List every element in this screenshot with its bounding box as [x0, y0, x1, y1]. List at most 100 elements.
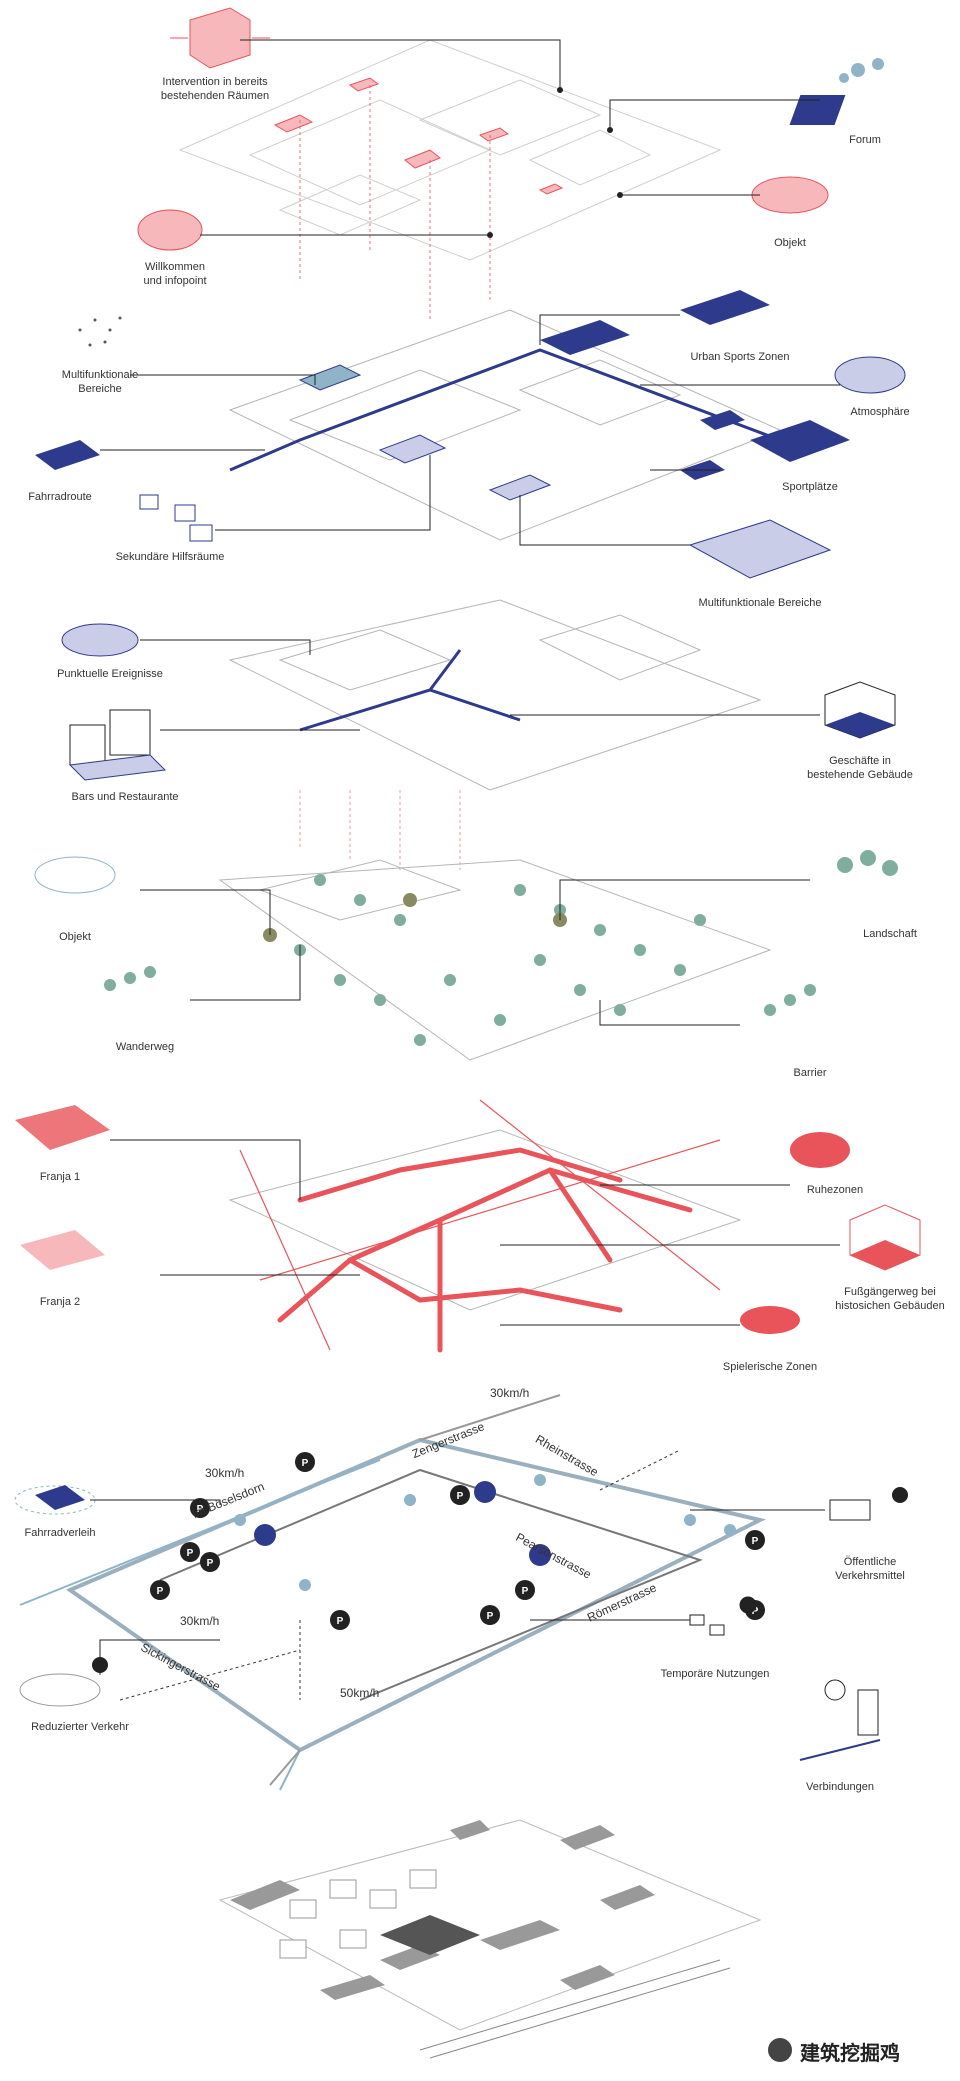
layer-4-leader-lines [140, 879, 810, 1026]
label-wanderweg: Wanderweg [115, 1041, 175, 1053]
dashed-connections [119, 1449, 681, 1701]
blue-road-arrows [19, 1459, 381, 1791]
layer-5-leader-lines [110, 1139, 840, 1326]
label-multifunktionale-left: Multifunktionale Bereiche [61, 369, 139, 395]
label-sekundaere: Sekundäre Hilfsräume [115, 551, 225, 563]
verbindungen-icon [799, 1679, 881, 1761]
traffic-ring-road [65, 1437, 766, 1753]
label-geschaefte: Geschäfte in bestehende Gebäude [807, 755, 913, 781]
parking-p: P [337, 1616, 344, 1627]
willkommen-icon [137, 209, 203, 251]
sekundaere-hilfsraeume-icon [139, 494, 213, 542]
landschaft-icon [837, 850, 898, 876]
fahrradverleih-icon [14, 1485, 96, 1515]
layer-3-base-plan [228, 599, 762, 791]
label-objekt-landscape: Objekt [59, 931, 91, 943]
parking-labels: P P P P P P P P P P P [157, 1458, 759, 1627]
parking-p: P [197, 1504, 204, 1515]
fussgaengerweg-icon [849, 1204, 921, 1271]
olive-trees [263, 893, 567, 942]
parking-markers [150, 1452, 765, 1630]
label-temporaere: Temporäre Nutzungen [660, 1668, 770, 1680]
oeffentliche-icon [829, 1487, 908, 1521]
layer-3-commerce [61, 599, 896, 870]
label-fussgaenger: Fußgängerweg bei histosichen Gebäuden [835, 1286, 945, 1312]
label-urban-sports: Urban Sports Zonen [690, 351, 790, 363]
layer-1-leader-dots [487, 87, 623, 238]
ruhezonen-icon [790, 1132, 850, 1168]
layer-6-leader-lines [90, 1499, 825, 1675]
layer-1-base-plan [178, 39, 722, 261]
label-spielerische: Spielerische Zonen [722, 1361, 818, 1373]
navy-pins [254, 1481, 551, 1566]
layer-4-base-plan [218, 859, 772, 1061]
sportplaetze-icon [750, 420, 850, 462]
spielerische-zonen-icon [740, 1306, 800, 1334]
label-willkommen: Willkommen und infopoint [143, 261, 207, 287]
parking-p: P [752, 1536, 759, 1547]
label-forum: Forum [849, 134, 881, 146]
label-intervention: Intervention in bereits bestehenden Räum… [160, 76, 270, 102]
intervention-icon [170, 7, 270, 69]
label-atmosphaere: Atmosphäre [850, 406, 910, 418]
label-fahrradverleih: Fahrradverleih [24, 1527, 96, 1539]
dark-square [380, 1915, 480, 1955]
layer-5-pedestrian [15, 1099, 921, 1353]
label-ruhezonen: Ruhezonen [806, 1184, 864, 1196]
layer-1-leader-lines [200, 39, 820, 236]
reduzierter-verkehr-icon [19, 1657, 108, 1707]
red-dashed-leaders [299, 85, 491, 320]
inner-road [159, 1468, 703, 1701]
multifunktionale-bereiche-left-icon [78, 316, 122, 347]
tree-canopies [294, 874, 706, 1046]
label-oeffentliche: Öffentliche Verkehrsmittel [835, 1556, 905, 1582]
wechat-logo-icon [768, 2038, 792, 2062]
urban-sports-icon [680, 290, 770, 325]
parking-p: P [752, 1606, 759, 1617]
layer-3-leader-lines [140, 639, 820, 731]
bars-restaurante-icon [68, 709, 167, 781]
label-reduzierter: Reduzierter Verkehr [31, 1721, 129, 1733]
label-franja1: Franja 1 [39, 1171, 81, 1183]
speed-label-top: 30km/h [490, 1386, 530, 1400]
label-bars: Bars und Restaurante [71, 791, 179, 803]
layer-4-landscape [34, 850, 898, 1061]
layer-7-existing [218, 1819, 762, 2059]
red-pedestrian-arrows [277, 1147, 693, 1353]
speed-label-bottom: 50km/h [340, 1686, 380, 1700]
multifunktionale-bereiche-right-icon [688, 519, 832, 579]
franja2-icon [20, 1230, 105, 1270]
label-landschaft: Landschaft [863, 928, 917, 940]
label-franja2: Franja 2 [39, 1296, 81, 1308]
objekt-landscape-icon [34, 856, 116, 894]
layer-2-leader-lines [100, 314, 840, 546]
layer-3-dashed-leaders [299, 790, 461, 870]
parking-p: P [157, 1586, 164, 1597]
forum-icon [789, 58, 884, 125]
speed-label-left: 30km/h [205, 1466, 245, 1480]
gray-arrows [269, 1394, 561, 1786]
temporaere-nutzungen-icon [689, 1596, 757, 1636]
franja1-icon [15, 1105, 110, 1150]
layer-6-traffic: P P P P P P P P P P P [14, 1394, 908, 1791]
label-verbindungen: Verbindungen [806, 1781, 874, 1793]
label-objekt-top: Objekt [774, 237, 806, 249]
label-fahrradroute: Fahrradroute [28, 491, 92, 503]
speed-label-mid: 30km/h [180, 1614, 220, 1628]
layer-1-red-highlights [273, 77, 564, 195]
label-multifunktionale-right: Multifunktionale Bereiche [698, 597, 822, 609]
fahrradroute-icon [35, 440, 100, 470]
wanderweg-icon [104, 966, 156, 991]
layer-2-navy-zones [298, 320, 745, 501]
parking-p: P [207, 1558, 214, 1569]
layer-1-interventions [137, 7, 884, 320]
layer-2-sports [35, 290, 906, 579]
layer-2-base-plan [228, 309, 782, 541]
parking-p: P [187, 1548, 194, 1559]
rail-lines [419, 1959, 731, 2059]
layer-5-base-plan [228, 1129, 742, 1311]
barrier-icon [764, 984, 816, 1016]
label-punktuelle: Punktuelle Ereignisse [57, 668, 163, 680]
parking-p: P [522, 1586, 529, 1597]
